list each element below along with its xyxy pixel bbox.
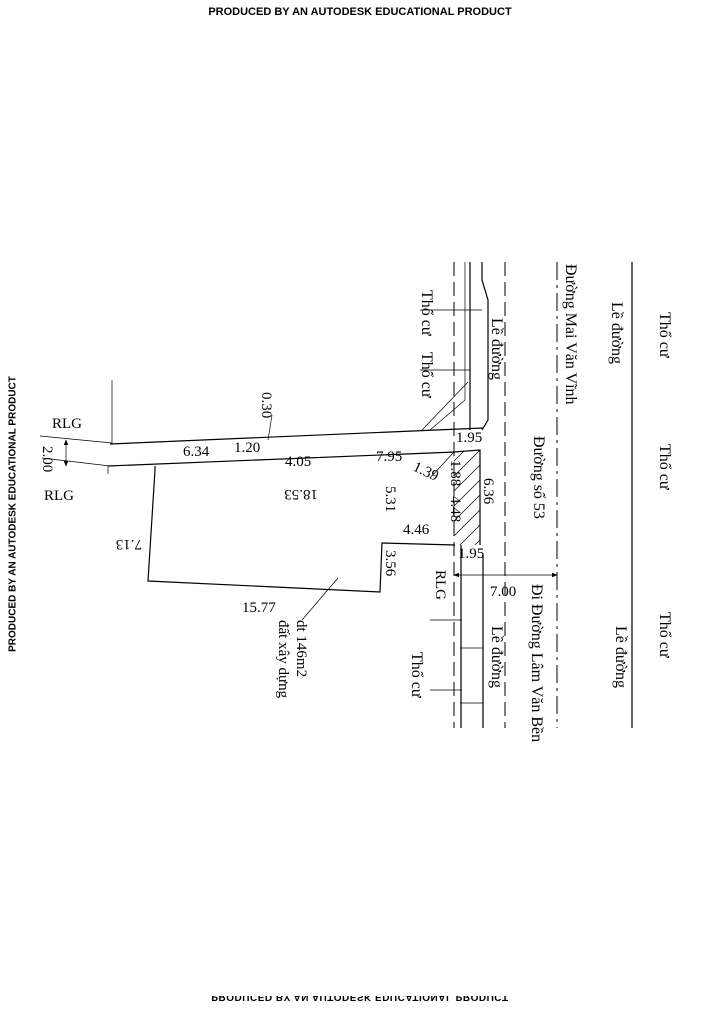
dim-6-36: 6.36 xyxy=(480,478,496,505)
alley-line-bottom xyxy=(107,451,456,467)
dim-1-95-top: 1.95 xyxy=(456,430,482,446)
label-tho-cu-5: Thổ cư xyxy=(656,612,673,659)
leader-top-corner xyxy=(429,399,466,431)
road-mai-van-vinh: Đường Mai Văn Vĩnh xyxy=(562,264,579,405)
road-so-53: Đường số 53 xyxy=(530,436,547,519)
dim-1-88: 1.88 xyxy=(447,460,463,486)
label-tho-cu-4: Thổ cư xyxy=(656,444,673,491)
angled-boundary xyxy=(421,381,469,431)
label-land-use: đất xây dựng xyxy=(275,620,291,699)
label-le-duong-3: Lề đường xyxy=(612,626,629,688)
dim-2-00: 2.00 xyxy=(39,446,55,472)
label-area: dt 146m2 xyxy=(293,620,309,677)
label-le-duong-1: Lề đường xyxy=(488,318,505,380)
road-lam-van-ben: Đi Đường Lâm Văn Bền xyxy=(528,584,545,742)
leader-area xyxy=(301,577,339,621)
alley-line-top xyxy=(109,427,484,445)
dim-7-00: 7.00 xyxy=(490,584,516,600)
label-rlg-top: RLG xyxy=(52,416,82,432)
rlg-line-top xyxy=(39,435,113,444)
label-tho-cu-1: Thổ cư xyxy=(418,290,435,337)
setback-hatch xyxy=(454,450,480,545)
leader-0-30 xyxy=(267,414,273,441)
lot-outline xyxy=(147,469,456,593)
dim-1-95-bottom: 1.95 xyxy=(458,546,484,562)
dim-1-39: 1.39 xyxy=(410,459,441,485)
label-tho-cu-3: Thổ cư xyxy=(656,312,673,359)
dim-18-53: 18.53 xyxy=(284,486,318,502)
dim-0-30: 0.30 xyxy=(258,392,274,418)
dim-4-46: 4.46 xyxy=(403,522,430,538)
label-le-duong-4: Lề đường xyxy=(488,626,505,688)
leader-1-39 xyxy=(429,451,455,479)
watermark-top: PRODUCED BY AN AUTODESK EDUCATIONAL PROD… xyxy=(208,6,512,18)
dim-7-13: 7.13 xyxy=(116,536,142,552)
setback-outline xyxy=(453,449,481,545)
label-tho-cu-2: Thổ cư xyxy=(418,352,435,399)
label-le-duong-2: Lề đường xyxy=(608,302,625,364)
dim-6-34: 6.34 xyxy=(183,444,210,460)
label-rlg-bottom: RLG xyxy=(44,488,74,504)
dim-1-20: 1.20 xyxy=(234,440,260,456)
dim-4-05: 4.05 xyxy=(285,454,311,470)
dim-7-95: 7.95 xyxy=(376,449,402,465)
dim-5-31: 5.31 xyxy=(382,486,398,512)
dim-15-77: 15.77 xyxy=(242,600,276,616)
label-tho-cu-6: Thổ cư xyxy=(408,652,425,699)
sidewalk-curb-top xyxy=(481,262,489,431)
dim-4-48: 4.48 xyxy=(447,496,463,522)
rlg-line-bottom xyxy=(41,457,111,467)
label-rlg-right: RLG xyxy=(432,570,448,600)
dim-3-56: 3.56 xyxy=(382,550,398,577)
